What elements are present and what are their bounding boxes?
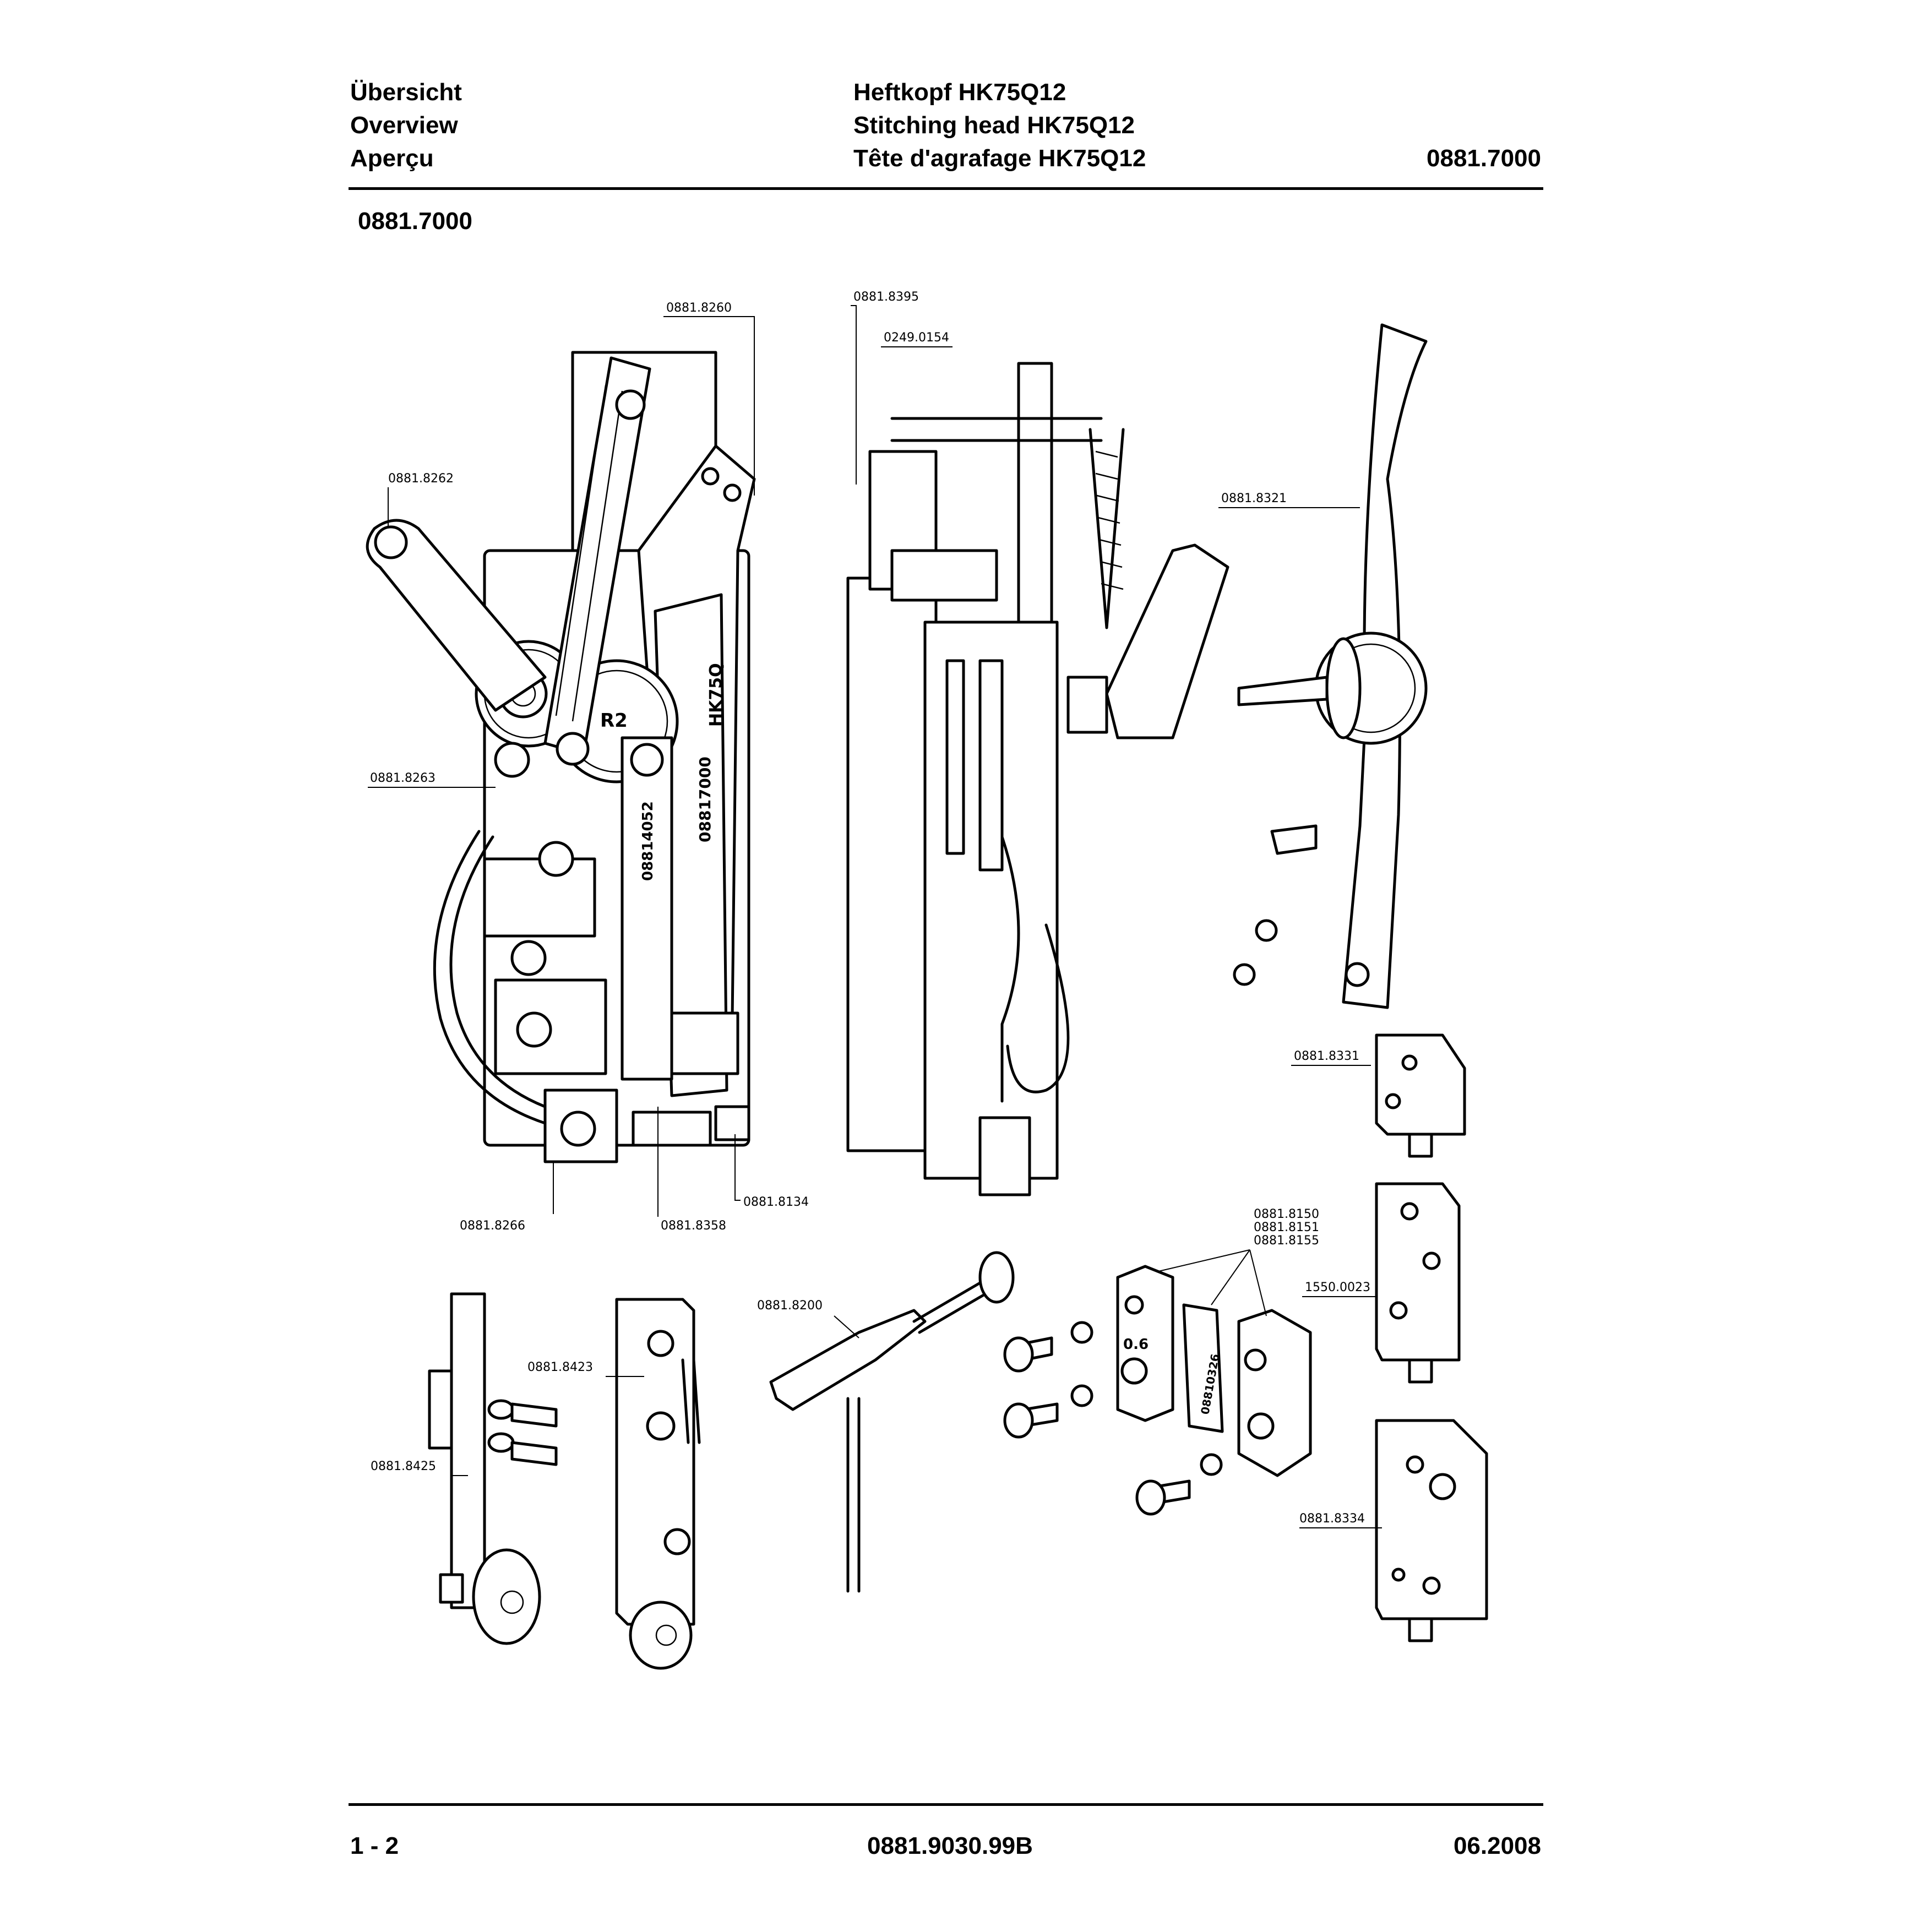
callout-1550-0023: 1550.0023 <box>1305 1281 1370 1294</box>
section-label-de: Übersicht <box>350 79 462 106</box>
callout-0249-0154: 0249.0154 <box>884 331 949 345</box>
callout-0881-8150: 0881.8150 <box>1254 1207 1319 1221</box>
title-fr: Tête d'agrafage HK75Q12 <box>853 145 1146 172</box>
callout-0881-8266: 0881.8266 <box>460 1219 525 1233</box>
block-set <box>1003 1265 1312 1516</box>
callout-0881-8334: 0881.8334 <box>1299 1512 1365 1526</box>
callout-0881-8151: 0881.8151 <box>1254 1221 1319 1234</box>
section-label-en: Overview <box>350 112 458 139</box>
title-en: Stitching head HK75Q12 <box>853 112 1135 139</box>
marking-08817000: 08817000 <box>696 757 714 842</box>
callout-0881-8200: 0881.8200 <box>757 1299 823 1313</box>
main-assembly-side <box>846 362 1229 1196</box>
page-number: 1 - 2 <box>350 1832 399 1859</box>
callout-0881-8395: 0881.8395 <box>853 290 919 304</box>
header-part-number: 0881.7000 <box>1427 145 1541 172</box>
callout-0881-8155: 0881.8155 <box>1254 1234 1319 1248</box>
slide-part-8423 <box>615 1298 701 1670</box>
callout-0881-8262: 0881.8262 <box>388 472 454 486</box>
callout-0881-8425: 0881.8425 <box>371 1460 436 1473</box>
marking-hk75q: HK75Q <box>706 663 726 727</box>
section-label-fr: Aperçu <box>350 145 434 172</box>
plate-8334 <box>1375 1419 1488 1642</box>
callout-labels: 0881.8260 0881.8395 0249.0154 0881.8262 … <box>370 290 1370 1526</box>
subheading: 0881.7000 <box>358 208 472 235</box>
callout-0881-8260: 0881.8260 <box>666 301 732 315</box>
document-date: 06.2008 <box>1453 1832 1541 1859</box>
callout-0881-8134: 0881.8134 <box>743 1195 809 1209</box>
callout-0881-8331: 0881.8331 <box>1294 1049 1359 1063</box>
sword-arm-part <box>1233 323 1428 1009</box>
marking-r2: R2 <box>600 710 628 732</box>
callout-0881-8358: 0881.8358 <box>661 1219 726 1233</box>
marking-0-6: 0.6 <box>1123 1336 1149 1353</box>
callout-0881-8423: 0881.8423 <box>527 1360 593 1374</box>
header-rule <box>349 187 1543 190</box>
document-number: 0881.9030.99B <box>867 1832 1033 1859</box>
slide-part-8425 <box>428 1292 558 1645</box>
leader-lines <box>368 305 1382 1528</box>
marking-08814052: 08814052 <box>640 801 656 881</box>
main-assembly-front <box>366 351 756 1163</box>
title-de: Heftkopf HK75Q12 <box>853 79 1066 106</box>
plate-1550-0023 <box>1375 1182 1461 1384</box>
footer-rule <box>349 1803 1543 1806</box>
callout-0881-8321: 0881.8321 <box>1221 492 1287 505</box>
plate-8331 <box>1375 1033 1466 1158</box>
callout-0881-8263: 0881.8263 <box>370 771 436 785</box>
t-handle-key <box>769 1251 1015 1593</box>
